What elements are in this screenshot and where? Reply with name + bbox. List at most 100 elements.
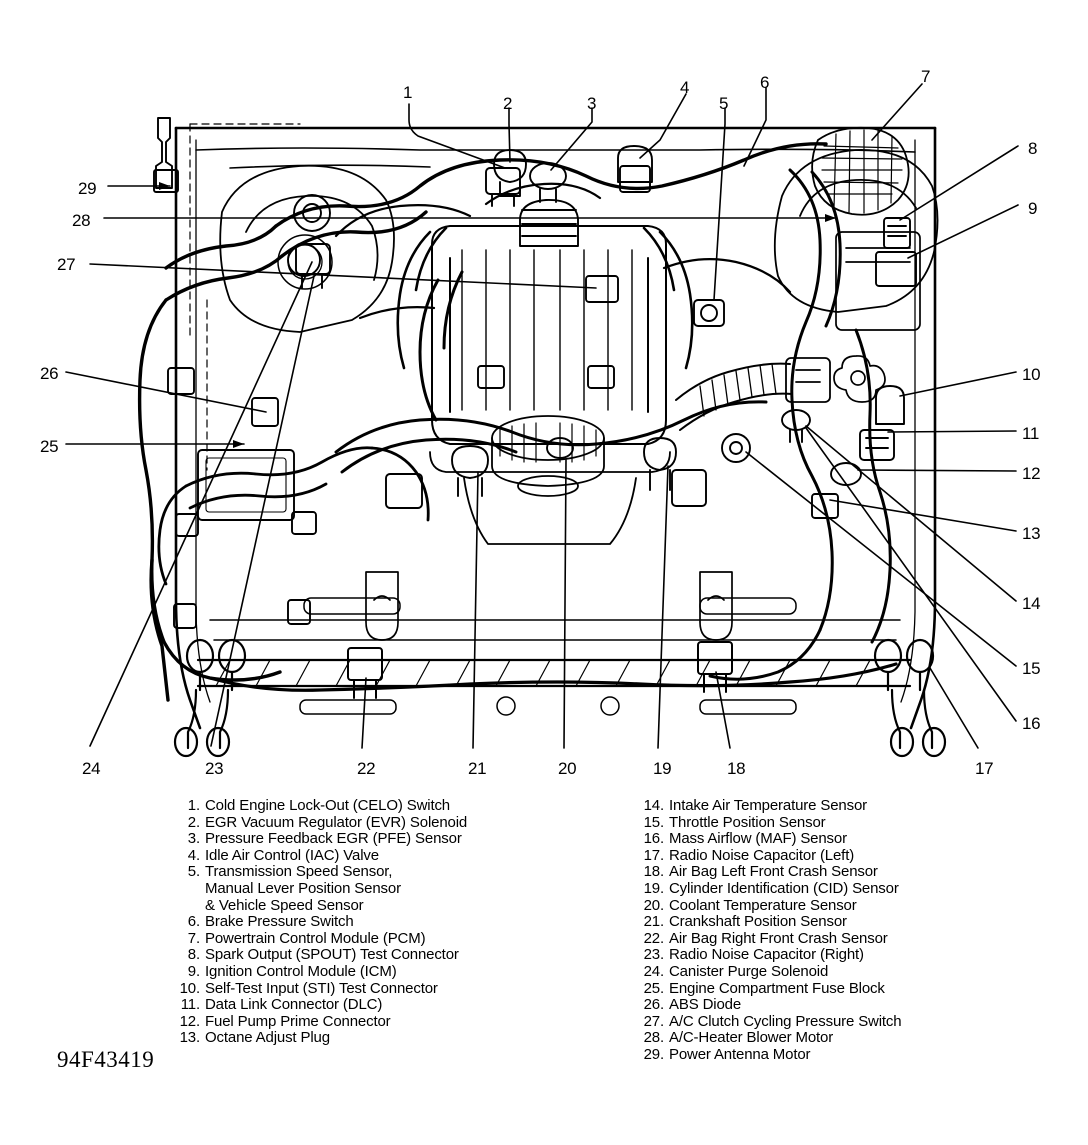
airbag-right-crash-sensor xyxy=(347,647,383,699)
callout-number-8: 8 xyxy=(1028,139,1038,158)
leader-13 xyxy=(829,499,1017,532)
wiring-harness-bottom xyxy=(208,662,898,692)
legend-item-label: Powertrain Control Module (PCM) xyxy=(205,929,426,947)
legend-item: 27.A/C Clutch Cycling Pressure Switch xyxy=(640,1013,1060,1031)
legend-item-number: 22. xyxy=(643,929,665,947)
legend-item-number: 21. xyxy=(643,913,665,931)
legend-item: 1. Cold Engine Lock-Out (CELO) Switch xyxy=(176,797,646,815)
callout-number-18: 18 xyxy=(727,759,746,778)
legend-item-label: Spark Output (SPOUT) Test Connector xyxy=(205,946,459,964)
legend-item: 19.Cylinder Identification (CID) Sensor xyxy=(640,879,1060,898)
legend-item-number: 6. xyxy=(187,913,200,931)
callout-number-12: 12 xyxy=(1022,464,1041,483)
legend-item-label: Data Link Connector (DLC) xyxy=(205,996,383,1014)
component-spout-connector xyxy=(883,217,911,249)
callout-number-22: 22 xyxy=(357,759,376,778)
legend-item: 7.Powertrain Control Module (PCM) xyxy=(176,929,646,948)
legend-item-label: Ignition Control Module (ICM) xyxy=(205,962,397,980)
mass-airflow-sensor xyxy=(785,357,831,403)
leader-10 xyxy=(899,371,1017,397)
legend-item-number: 2. xyxy=(187,813,200,831)
hood-latch-brackets xyxy=(365,571,733,641)
leader-24 xyxy=(89,261,313,747)
component-icm xyxy=(875,251,917,287)
legend-item-number: 4. xyxy=(187,846,200,864)
callout-number-5: 5 xyxy=(719,94,729,113)
legend-item-number: 1. xyxy=(187,797,200,814)
legend-item: 23.Radio Noise Capacitor (Right) xyxy=(640,947,1060,964)
legend-item: 20.Coolant Temperature Sensor xyxy=(640,897,1060,915)
harness-connectors xyxy=(167,165,707,629)
leader-16 xyxy=(805,427,1017,722)
legend-item-label: A/C-Heater Blower Motor xyxy=(669,1029,834,1047)
legend-item: 16.Mass Airflow (MAF) Sensor xyxy=(640,831,1060,848)
legend-item-label: Throttle Position Sensor xyxy=(669,813,826,831)
legend-item-label: Fuel Pump Prime Connector xyxy=(205,1012,391,1030)
engine-bay-line-art xyxy=(65,83,1019,758)
legend-item-number: 29. xyxy=(643,1045,665,1063)
air-intake-duct xyxy=(675,362,793,431)
component-coolant-temp-sensor xyxy=(546,437,574,459)
component-blower-motor xyxy=(293,194,331,232)
callout-number-26: 26 xyxy=(40,364,59,383)
legend-item-number: 15. xyxy=(643,813,665,831)
leader-3 xyxy=(550,107,593,171)
spark-plug-wires xyxy=(396,226,694,370)
legend-item-label-continued: & Vehicle Speed Sensor xyxy=(205,896,364,914)
callout-number-27: 27 xyxy=(57,255,76,274)
arrow-25 xyxy=(233,440,244,448)
legend-item-label: Crankshaft Position Sensor xyxy=(669,913,847,931)
callout-number-17: 17 xyxy=(975,759,994,778)
arrow-28 xyxy=(825,214,836,222)
legend-item-label: Power Antenna Motor xyxy=(669,1045,811,1063)
legend-item: 10.Self-Test Input (STI) Test Connector xyxy=(176,980,646,998)
legend-item-label: Radio Noise Capacitor (Right) xyxy=(669,946,864,964)
callout-number-1: 1 xyxy=(403,83,413,102)
callout-number-15: 15 xyxy=(1022,659,1041,678)
legend-item-number: 11. xyxy=(180,996,200,1014)
leader-23 xyxy=(210,275,315,747)
legend-item-label: Air Bag Right Front Crash Sensor xyxy=(669,929,888,947)
legend-item: 25.Engine Compartment Fuse Block xyxy=(640,980,1060,998)
radiator-support xyxy=(196,658,912,688)
wiring-harness-main xyxy=(137,142,828,702)
legend-item: 28.A/C-Heater Blower Motor xyxy=(640,1030,1060,1047)
legend-item-label: Radio Noise Capacitor (Left) xyxy=(669,846,855,864)
vacuum-hoses xyxy=(334,182,792,320)
leader-22 xyxy=(361,677,367,749)
callout-number-29: 29 xyxy=(78,179,97,198)
legend-item-label: Cylinder Identification (CID) Sensor xyxy=(669,879,899,897)
component-tp-sensor xyxy=(721,433,751,463)
legend-item-label: Idle Air Control (IAC) Valve xyxy=(205,846,379,864)
legend-item-label: Cold Engine Lock-Out (CELO) Switch xyxy=(205,797,451,814)
leader-27 xyxy=(89,263,597,289)
component-dlc xyxy=(859,429,895,461)
alternator xyxy=(491,415,605,497)
callout-number-9: 9 xyxy=(1028,199,1038,218)
intake-manifold xyxy=(431,225,667,445)
arrow-29 xyxy=(159,182,170,190)
legend-item-label: Transmission Speed Sensor, xyxy=(205,863,393,881)
legend-item-number: 13. xyxy=(179,1029,201,1047)
figure-id-label: 94F43419 xyxy=(57,1047,155,1072)
airbag-left-crash-sensor xyxy=(697,641,733,693)
legend-item-number: 28. xyxy=(643,1029,665,1047)
legend-item-label: ABS Diode xyxy=(669,996,742,1014)
legend-item: 15.Throttle Position Sensor xyxy=(640,813,1060,832)
legend-item-number: 14. xyxy=(643,797,665,814)
legend-item: 2.EGR Vacuum Regulator (EVR) Solenoid xyxy=(176,813,646,832)
callout-number-28: 28 xyxy=(72,211,91,230)
callout-number-25: 25 xyxy=(40,437,59,456)
legend-item-number: 23. xyxy=(643,946,665,964)
legend-item-label: Brake Pressure Switch xyxy=(205,913,354,931)
legend-item: 22.Air Bag Right Front Crash Sensor xyxy=(640,929,1060,948)
leader-20 xyxy=(563,459,567,749)
reference-dashed-lines xyxy=(189,123,301,471)
powertrain-control-module xyxy=(811,126,910,216)
legend-item: 4. Idle Air Control (IAC) Valve xyxy=(176,846,646,865)
legend-item-number: 19. xyxy=(643,879,665,897)
callout-number-11: 11 xyxy=(1022,424,1040,443)
legend-item-number: 16. xyxy=(643,830,665,848)
